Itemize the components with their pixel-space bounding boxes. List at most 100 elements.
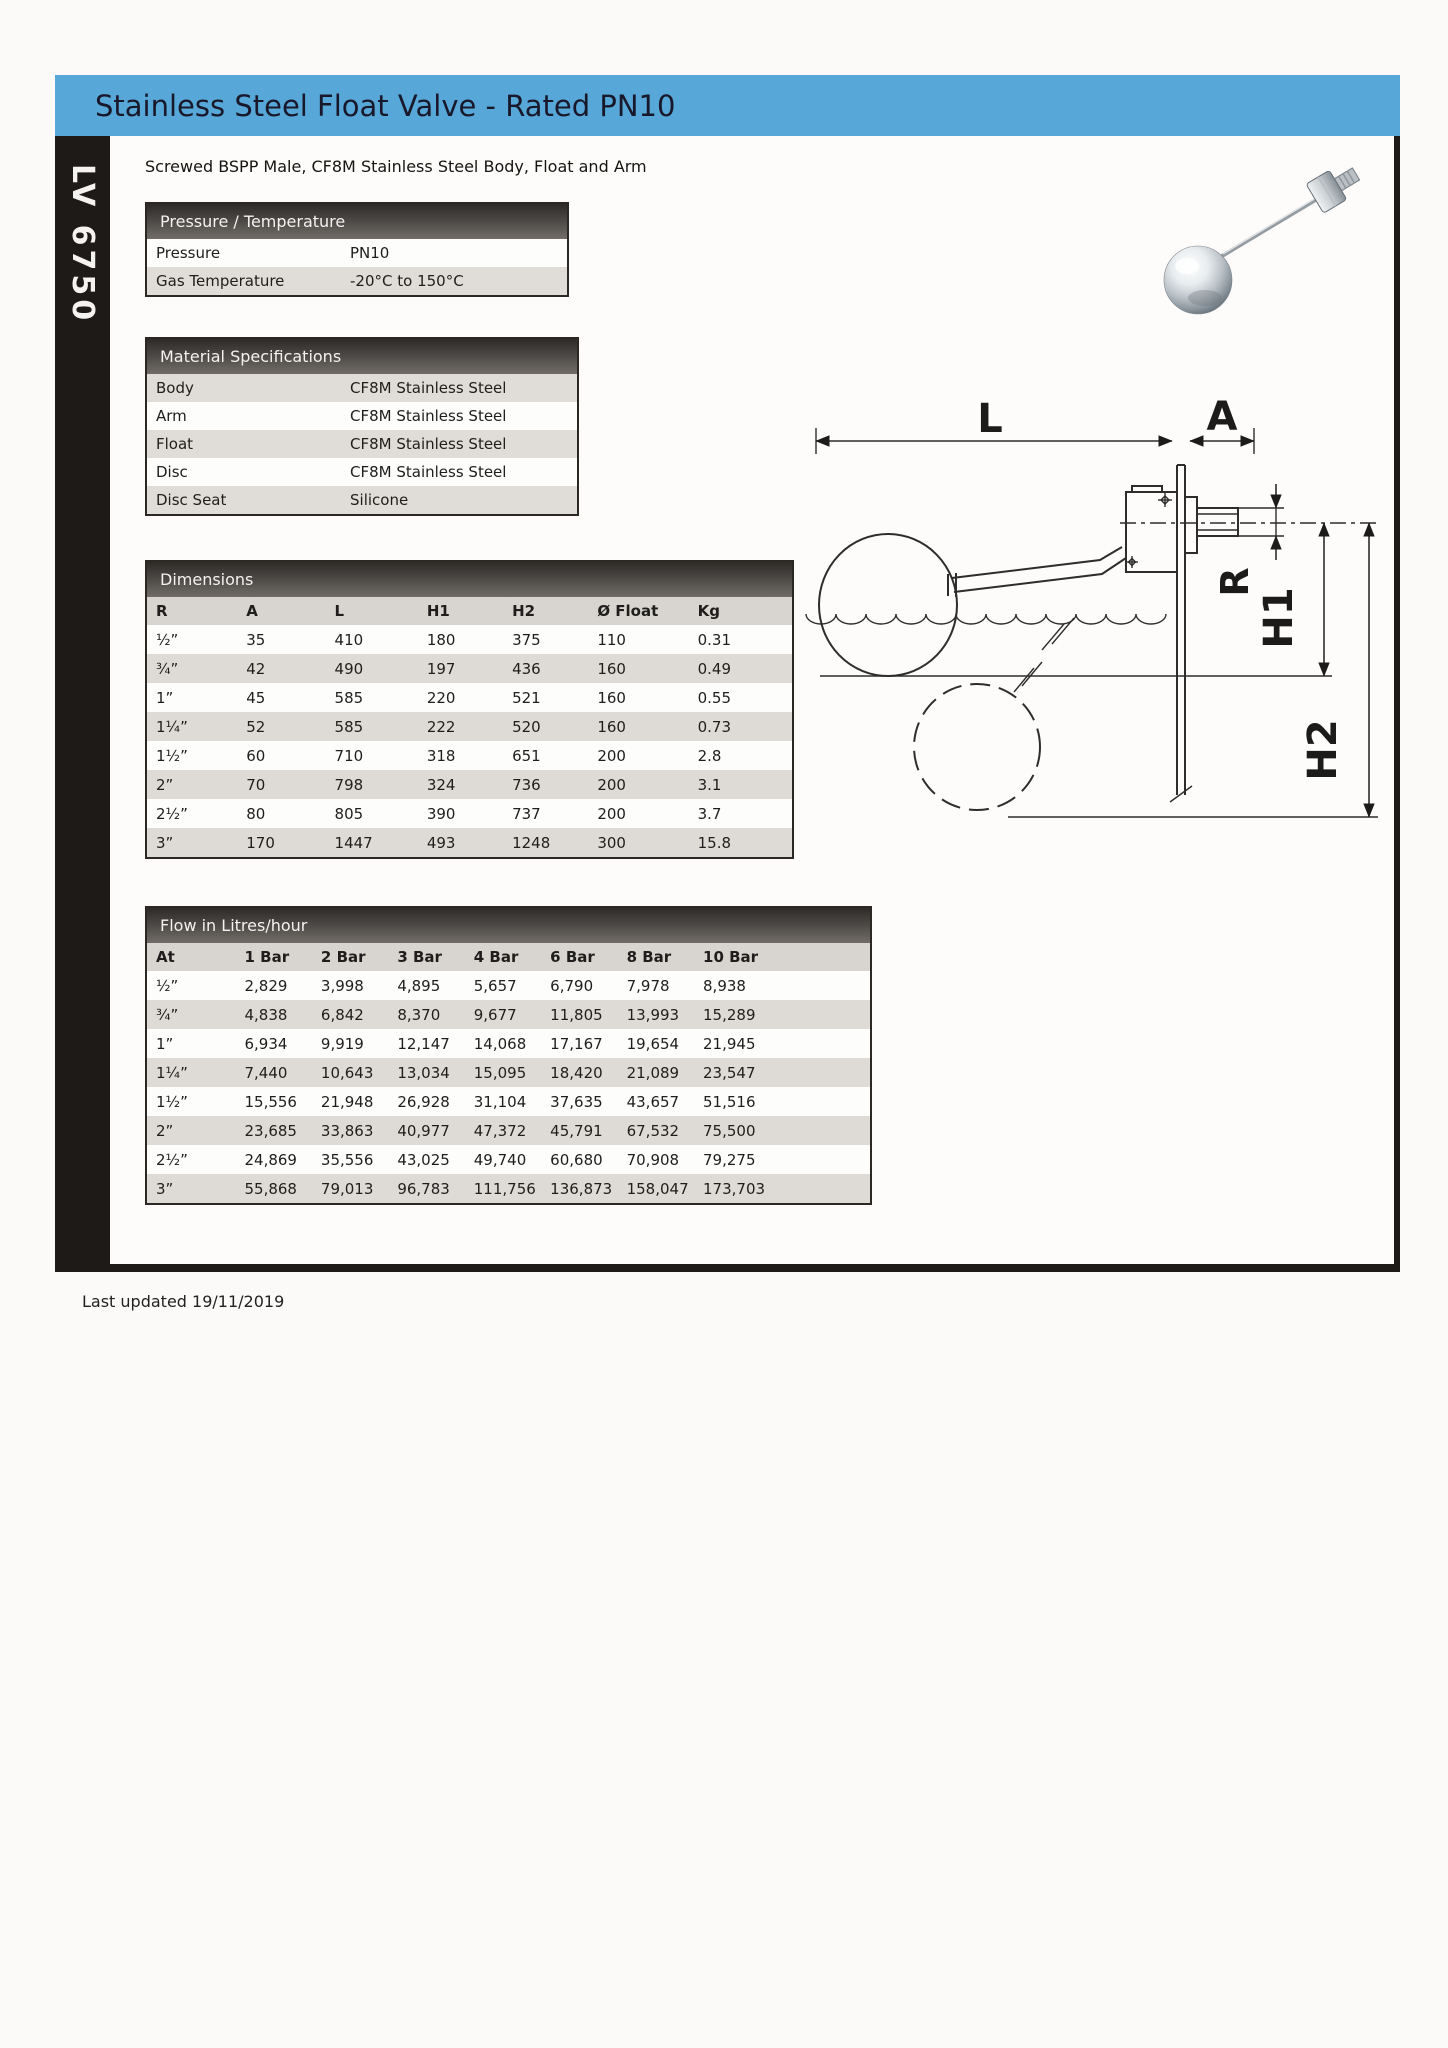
table-cell: 173,703 <box>703 1179 766 1198</box>
column-header: 2 Bar <box>311 943 389 971</box>
table-cell: ½” <box>156 630 179 649</box>
table-cell: 33,863 <box>320 1121 374 1140</box>
table-cell: Disc <box>156 463 188 481</box>
product-photo <box>1150 160 1380 325</box>
table-cell: 8,938 <box>703 976 746 995</box>
table-cell: 15,289 <box>703 1005 756 1024</box>
page-title: Stainless Steel Float Valve - Rated PN10 <box>95 88 676 123</box>
table-cell: Disc Seat <box>156 491 227 509</box>
table-cell: 6,790 <box>550 976 594 995</box>
table-cell: 60,680 <box>550 1150 603 1169</box>
table-cell: 170 <box>246 833 275 852</box>
table-cell: 23,685 <box>244 1121 297 1140</box>
dimension-diagram: L A R H1 H2 <box>805 394 1378 818</box>
subtitle: Screwed BSPP Male, CF8M Stainless Steel … <box>145 157 647 176</box>
column-header: 3 Bar <box>388 943 465 971</box>
float-arm-bottom <box>953 557 1127 593</box>
table-cell: 35,556 <box>320 1150 374 1169</box>
table-cell: 13,993 <box>626 1005 680 1024</box>
table-cell: 47,372 <box>473 1121 527 1140</box>
table-cell: 160 <box>597 717 626 736</box>
table-cell: 60 <box>246 746 266 765</box>
table-cell: Arm <box>156 407 187 425</box>
table-cell: 6,934 <box>244 1034 288 1053</box>
break-marks <box>1013 617 1075 693</box>
table-cell: 710 <box>334 746 364 765</box>
table-cell: 80 <box>246 804 266 823</box>
table-cell: 23,547 <box>703 1063 756 1082</box>
table-cell: 15,095 <box>473 1063 527 1082</box>
valve-body-fitting <box>1306 167 1361 213</box>
valve-body-tab <box>1131 485 1163 493</box>
table-cell: Body <box>156 379 194 397</box>
table-cell: 4,895 <box>397 976 441 995</box>
table-cell: 805 <box>334 804 364 823</box>
column-header: Ø Float <box>588 597 689 625</box>
threaded-stub <box>1196 507 1239 537</box>
table-cell: 9,677 <box>473 1005 517 1024</box>
table-cell: 4,838 <box>244 1005 288 1024</box>
table-cell: 52 <box>246 717 266 736</box>
dimension-label-H2: H2 <box>1300 719 1346 780</box>
table-cell: 521 <box>512 688 541 707</box>
table-cell: 493 <box>426 833 456 852</box>
table-cell: 9,919 <box>320 1034 364 1053</box>
model-sidebar: LV 6750 <box>55 136 110 1272</box>
table-cell: 585 <box>334 688 364 707</box>
table-cell: 45 <box>246 688 266 707</box>
table-cell: 375 <box>512 630 541 649</box>
table-cell: 0.55 <box>697 688 732 707</box>
table-cell: 1¼” <box>156 1063 188 1082</box>
float-arm-top <box>951 546 1123 579</box>
table-cell: ¾” <box>156 659 179 678</box>
column-header: At <box>147 943 236 971</box>
table-cell: 10,643 <box>320 1063 374 1082</box>
table-cell: 14,068 <box>473 1034 527 1053</box>
table-cell: 490 <box>334 659 364 678</box>
dimension-label-R: R <box>1213 567 1257 596</box>
material-panel-header: Material Specifications <box>147 339 577 374</box>
table-cell: 1½” <box>156 1092 188 1111</box>
page-border-right <box>1394 136 1400 1272</box>
table-cell: 8,370 <box>397 1005 441 1024</box>
table-cell: 3” <box>156 833 174 852</box>
table-cell: 180 <box>426 630 456 649</box>
table-cell: 21,948 <box>320 1092 374 1111</box>
table-cell: 2,829 <box>244 976 288 995</box>
table-cell: Silicone <box>350 491 409 509</box>
technical-drawing: L A R H1 H2 <box>800 394 1385 840</box>
table-cell: 40,977 <box>397 1121 450 1140</box>
table-cell: 318 <box>426 746 456 765</box>
table-cell: 2½” <box>156 1150 188 1169</box>
dimension-label-L: L <box>977 400 1003 442</box>
float-arm-highlight <box>1222 194 1322 255</box>
table-cell: -20°C to 150°C <box>350 272 464 290</box>
table-cell: 70,908 <box>626 1150 680 1169</box>
table-cell: 21,089 <box>626 1063 680 1082</box>
dimension-label-H1: H1 <box>1256 587 1302 648</box>
table-cell: 2” <box>156 1121 174 1140</box>
table-cell: 49,740 <box>473 1150 527 1169</box>
float-lower-position <box>913 683 1041 811</box>
dimension-label-A: A <box>1207 400 1238 440</box>
table-cell: 1447 <box>334 833 373 852</box>
table-cell: 324 <box>426 775 456 794</box>
table-cell: 3,998 <box>320 976 364 995</box>
